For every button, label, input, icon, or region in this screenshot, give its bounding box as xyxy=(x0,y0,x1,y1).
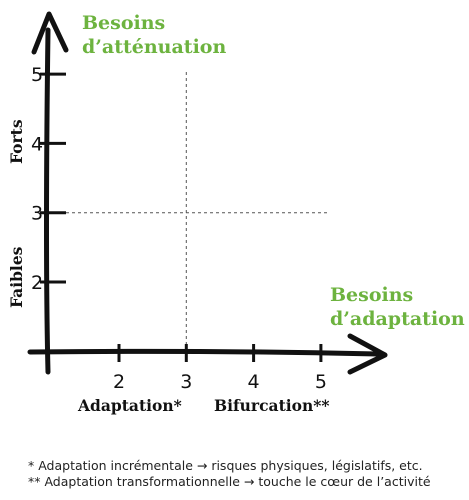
y-axis-arrowhead xyxy=(31,11,69,55)
footnote-1: * Adaptation incrémentale → risques phys… xyxy=(28,458,423,473)
y-tick-group: 2 3 4 5 xyxy=(31,64,66,294)
x-low-zone-label: Adaptation* xyxy=(77,396,182,415)
x-tick-label: 2 xyxy=(113,371,125,393)
y-tick-label: 4 xyxy=(31,133,43,155)
y-high-label: Forts xyxy=(7,119,26,164)
x-tick-label: 5 xyxy=(315,371,327,393)
x-axis-line xyxy=(27,348,381,357)
x-high-zone-label: Bifurcation** xyxy=(214,396,329,415)
y-axis-title-line2: d’atténuation xyxy=(82,36,226,58)
y-low-label: Faibles xyxy=(7,246,26,308)
x-tick-group: 2 3 4 5 xyxy=(113,344,327,393)
footnote-2: ** Adaptation transformationnelle → touc… xyxy=(28,474,431,489)
y-axis-line xyxy=(44,27,51,375)
y-tick-label: 2 xyxy=(31,272,43,294)
y-tick-label: 3 xyxy=(31,203,43,225)
footnotes: * Adaptation incrémentale → risques phys… xyxy=(28,458,431,490)
x-axis-title: Besoins xyxy=(330,284,413,306)
x-axis-arrowhead xyxy=(347,333,388,375)
y-tick-label: 5 xyxy=(31,64,43,86)
x-tick-label: 4 xyxy=(248,371,260,393)
x-tick-label: 3 xyxy=(180,371,192,393)
y-axis-title-line1: Besoins xyxy=(82,12,165,34)
x-axis-title-line2: d’adaptation xyxy=(330,308,465,330)
